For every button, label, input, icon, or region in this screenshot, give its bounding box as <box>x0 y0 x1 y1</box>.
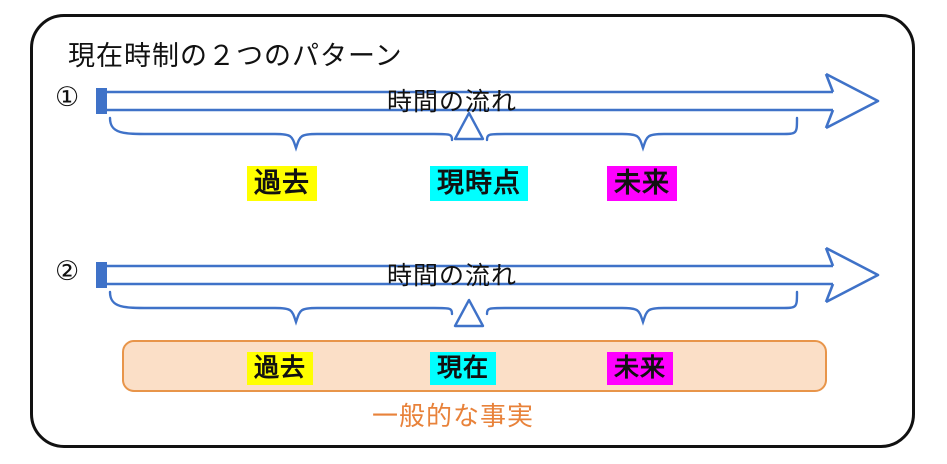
row-2-tag-future: 未来 <box>607 352 674 385</box>
row-2-flow-label: 時間の流れ <box>387 261 518 290</box>
row-1-flow-label: 時間の流れ <box>387 87 518 116</box>
general-fact-label: 一般的な事実 <box>372 402 535 432</box>
page-title: 現在時制の２つのパターン <box>68 41 403 72</box>
row-1-marker: ① <box>55 82 80 113</box>
row-2-marker: ② <box>55 256 80 287</box>
row-1-tag-past: 過去 <box>247 166 317 202</box>
row-1-tag-future: 未来 <box>607 166 677 202</box>
row-2-tag-present: 現在 <box>430 352 497 385</box>
row-2-tag-past: 過去 <box>247 352 314 385</box>
row-1-tag-present: 現時点 <box>430 166 528 202</box>
